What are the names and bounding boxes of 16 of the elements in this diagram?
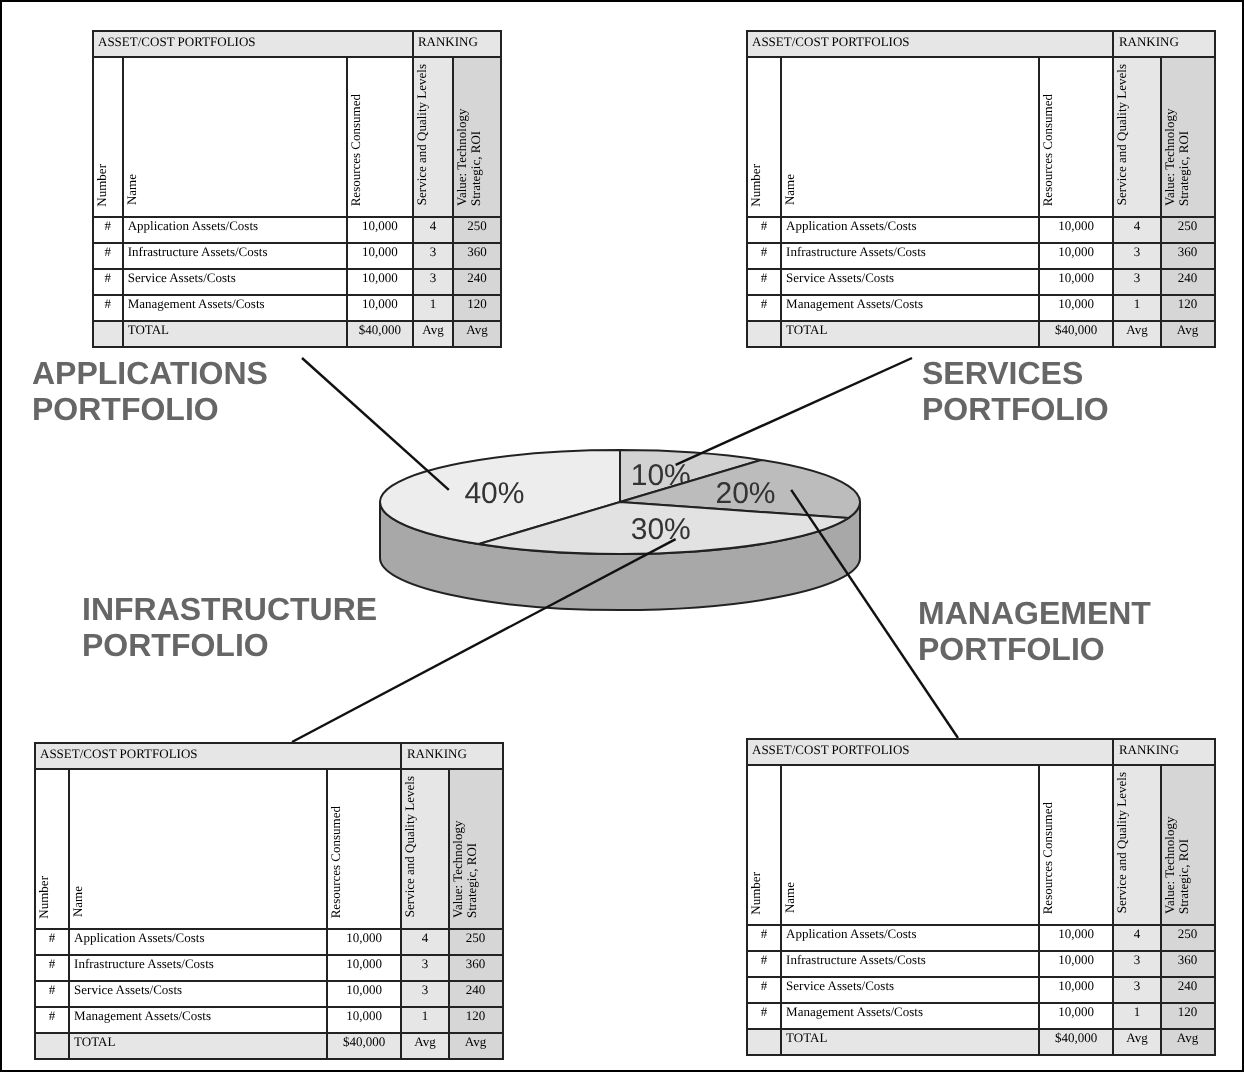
portfolio-title: INFRASTRUCTURE PORTFOLIO [82, 594, 380, 666]
leader-line [301, 357, 450, 491]
leader-line [790, 489, 959, 739]
percentage-label: 10% [630, 458, 691, 493]
portfolio-table [746, 738, 1216, 1056]
percentage-label: 40% [464, 477, 525, 512]
percentage-label: 30% [630, 513, 691, 548]
leader-line [291, 538, 677, 744]
portfolio-title: MANAGEMENT PORTFOLIO [918, 598, 1153, 670]
portfolio-title: SERVICES PORTFOLIO [922, 358, 1111, 430]
portfolio-title: APPLICATIONS PORTFOLIO [32, 358, 270, 430]
portfolio-table [34, 742, 504, 1060]
leader-line [675, 356, 913, 466]
portfolio-table [92, 30, 502, 348]
percentage-label: 20% [715, 477, 776, 512]
portfolio-table [746, 30, 1216, 348]
